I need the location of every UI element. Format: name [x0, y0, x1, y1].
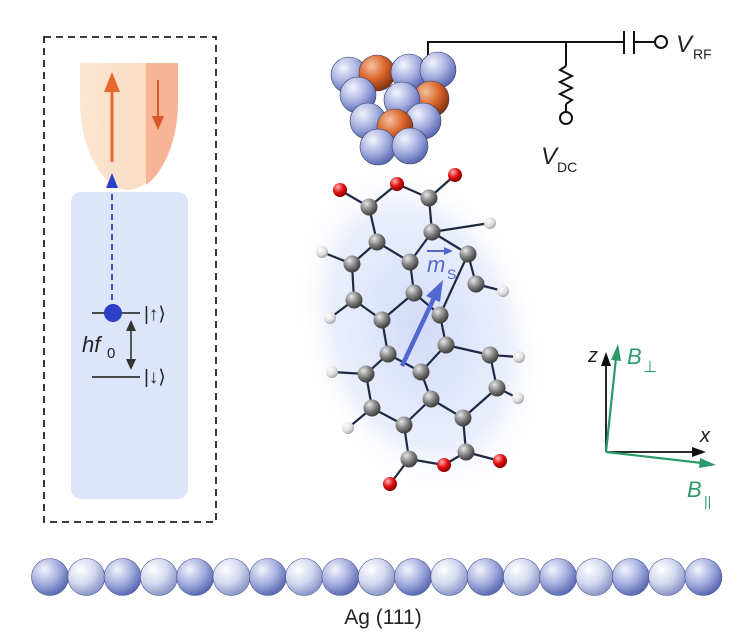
circuit: [427, 31, 668, 125]
ag-atom: [285, 558, 323, 596]
carbon-atom: [454, 409, 472, 427]
svg-text:x: x: [699, 425, 711, 447]
carbon-atom: [368, 233, 386, 251]
substrate-label: Ag (111): [344, 606, 421, 629]
ag-atom: [684, 558, 723, 596]
hydrogen-atom: [512, 392, 524, 404]
svg-text:V: V: [541, 143, 559, 170]
carbon-atom: [379, 345, 397, 363]
tip-cone-shade: [146, 63, 178, 185]
ag-atom: [212, 558, 251, 596]
svg-text:B: B: [687, 477, 702, 502]
svg-text:m: m: [427, 252, 445, 277]
svg-text:DC: DC: [557, 159, 577, 175]
electron-dot: [104, 304, 122, 322]
ag-atom: [140, 558, 178, 596]
ag-atom: [503, 558, 541, 596]
carbon-atom: [457, 443, 475, 461]
inset-frame: [43, 36, 217, 523]
bond: [430, 221, 492, 234]
spin-up-label: |↑⟩: [144, 304, 166, 325]
v-rf-label: V RF: [676, 31, 712, 62]
svg-text:z: z: [587, 345, 598, 367]
ag-atom: [430, 558, 469, 596]
tip-spin-up-arrow: [104, 72, 120, 162]
svg-text:RF: RF: [693, 46, 712, 62]
hf-label: hf: [82, 332, 103, 357]
oxygen-atom: [448, 168, 462, 182]
spin-down-label: |↓⟩: [144, 367, 166, 388]
hydrogen-atom: [513, 351, 525, 363]
svg-text:⊥: ⊥: [643, 359, 657, 376]
oxygen-atom: [493, 454, 507, 468]
moment-arrow: [399, 280, 443, 367]
carbon-atom: [459, 245, 477, 263]
ag-atom: [539, 558, 578, 596]
hf-subscript: 0: [107, 345, 115, 362]
oxygen-atom: [333, 183, 347, 197]
carbon-atom: [481, 346, 499, 364]
ag-substrate-row: [31, 558, 723, 596]
svg-text:B: B: [627, 344, 642, 369]
coordinate-axes: z x: [587, 345, 711, 457]
carbon-atom: [405, 284, 423, 302]
level-box: [71, 192, 188, 499]
tip-spin-down-arrow: [152, 80, 164, 130]
ag-atom: [394, 558, 432, 596]
b-perp-vector: B ⊥: [604, 344, 657, 453]
carbon-atom: [400, 450, 418, 468]
hydrogen-atom: [324, 312, 336, 324]
carbon-atom: [357, 365, 375, 383]
b-parallel-vector: B ||: [605, 450, 716, 509]
ag-atom: [648, 558, 686, 596]
ag-atom: [248, 558, 287, 596]
carbon-atom: [420, 189, 438, 207]
carbon-atom: [345, 291, 363, 309]
tip-cluster: [330, 51, 457, 166]
hydrogen-atom: [316, 246, 328, 258]
carbon-atom: [373, 311, 391, 329]
ag-atom: [357, 558, 396, 596]
ag-atom: [31, 558, 69, 596]
carbon-atom: [412, 363, 430, 381]
hydrogen-atom: [326, 366, 338, 378]
svg-text:||: ||: [704, 493, 711, 509]
hydrogen-atom: [342, 422, 354, 434]
svg-text:S: S: [447, 266, 456, 282]
ag-atom: [321, 558, 360, 596]
hydrogen-atom: [497, 285, 509, 297]
oxygen-atom: [383, 477, 397, 491]
oxygen-atom: [390, 177, 404, 191]
ag-atom: [575, 558, 614, 596]
ag-atom: [466, 558, 505, 596]
carbon-atom: [360, 198, 378, 216]
molecule-atoms: [316, 168, 525, 491]
carbon-atom: [437, 336, 455, 354]
carbon-atom: [401, 253, 419, 271]
ag-atom: [176, 558, 214, 596]
carbon-atom: [395, 416, 413, 434]
ag-atom: [67, 558, 106, 596]
ag-atom: [103, 558, 142, 596]
carbon-atom: [422, 390, 440, 408]
carbon-atom: [488, 379, 506, 397]
ag-atom: [611, 558, 650, 596]
energy-level-inset: |↑⟩ |↓⟩ hf 0: [43, 36, 217, 523]
svg-text:V: V: [676, 31, 694, 58]
carbon-atom: [343, 255, 361, 273]
bond: [438, 252, 470, 317]
oxygen-atom: [437, 458, 451, 472]
carbon-atom: [423, 223, 441, 241]
tunneling-arrow: [106, 173, 118, 300]
moment-label: m S: [427, 247, 456, 282]
v-dc-label: V DC: [541, 143, 577, 175]
carbon-atom: [467, 275, 485, 293]
carbon-atom: [363, 399, 381, 417]
hydrogen-atom: [484, 217, 496, 229]
carbon-atom: [431, 306, 449, 324]
transition-arrow: [126, 320, 136, 370]
